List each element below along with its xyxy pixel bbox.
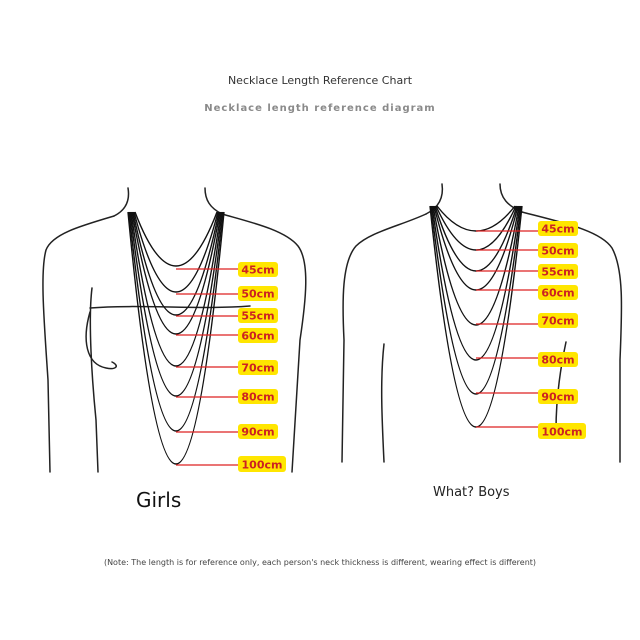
boys-label-45: 45cm: [476, 221, 578, 236]
page-subtitle: Necklace length reference diagram: [204, 103, 436, 114]
boys-label-60: 60cm: [476, 285, 578, 300]
girls-label-60: 60cm: [176, 328, 278, 343]
boys-caption: What? Boys: [433, 485, 510, 500]
boys-label-100-text: 100cm: [542, 426, 583, 439]
girls-necklaces: [127, 211, 225, 465]
girls-label-80: 80cm: [176, 389, 278, 404]
boys-necklace-80: [431, 205, 521, 361]
girls-necklace-90: [128, 211, 224, 432]
girls-label-80-text: 80cm: [241, 391, 274, 404]
boys-necklace-45: [436, 205, 516, 232]
boys-labels: 45cm 50cm 55cm 60cm 70cm 80cm: [476, 221, 586, 439]
girls-label-55-text: 55cm: [241, 310, 274, 323]
boys-label-55: 55cm: [476, 264, 578, 279]
girls-bra-line: [89, 305, 251, 309]
girls-caption: Girls: [136, 488, 182, 512]
girls-neck-right: [204, 187, 223, 215]
girls-necklace-60: [131, 211, 221, 335]
footer-note: (Note: The length is for reference only,…: [103, 558, 537, 567]
girls-necklace-55: [132, 211, 220, 316]
page-title: Necklace Length Reference Chart: [227, 74, 413, 87]
girls-label-45: 45cm: [176, 262, 278, 277]
girls-label-90-text: 90cm: [241, 426, 274, 439]
girls-labels: 45cm 50cm 55cm 60cm 70cm 80cm: [176, 262, 286, 472]
boys-necklace-90: [430, 205, 522, 395]
boys-label-80-text: 80cm: [541, 354, 574, 367]
boys-label-60-text: 60cm: [541, 287, 574, 300]
girls-label-70: 70cm: [176, 360, 278, 375]
boys-label-50: 50cm: [476, 243, 578, 258]
boys-necklace-55: [434, 205, 518, 272]
girls-bust: [85, 311, 118, 370]
boys-right-arm-inner: [555, 341, 567, 431]
girls-necklace-50: [133, 211, 219, 293]
boys-necklace-60: [433, 205, 519, 291]
girls-label-50: 50cm: [176, 286, 278, 301]
girls-label-55: 55cm: [176, 308, 278, 323]
girls-neck-left: [113, 187, 130, 217]
girls-necklace-80: [129, 211, 223, 397]
boys-label-90: 90cm: [476, 389, 578, 404]
girls-necklace-45: [134, 211, 218, 267]
boys-label-55-text: 55cm: [541, 266, 574, 279]
boys-necklace-50: [435, 205, 517, 251]
girls-left-shoulder: [42, 215, 115, 473]
boys-neck-left: [425, 183, 444, 215]
boys-label-70: 70cm: [476, 313, 578, 328]
boys-label-100: 100cm: [476, 423, 586, 439]
boys-left-arm-inner: [380, 343, 385, 463]
girls-left-arm-inner: [89, 287, 99, 473]
boys-label-45-text: 45cm: [541, 223, 574, 236]
girls-label-100: 100cm: [176, 456, 286, 472]
girls-label-100-text: 100cm: [242, 459, 283, 472]
girls-necklace-70: [130, 211, 222, 367]
girls-right-shoulder: [221, 213, 307, 473]
girls-label-45-text: 45cm: [241, 264, 274, 277]
girls-label-90: 90cm: [176, 424, 278, 439]
boys-label-90-text: 90cm: [541, 391, 574, 404]
boys-label-50-text: 50cm: [541, 245, 574, 258]
boys-label-70-text: 70cm: [541, 315, 574, 328]
boys-necklace-70: [432, 205, 520, 326]
girls-label-70-text: 70cm: [241, 362, 274, 375]
girls-label-50-text: 50cm: [241, 288, 274, 301]
boys-left-shoulder: [341, 213, 427, 463]
girls-label-60-text: 60cm: [241, 330, 274, 343]
girls-silhouette: [42, 187, 307, 473]
boys-label-80: 80cm: [476, 352, 578, 367]
boys-necklaces: [429, 205, 523, 428]
